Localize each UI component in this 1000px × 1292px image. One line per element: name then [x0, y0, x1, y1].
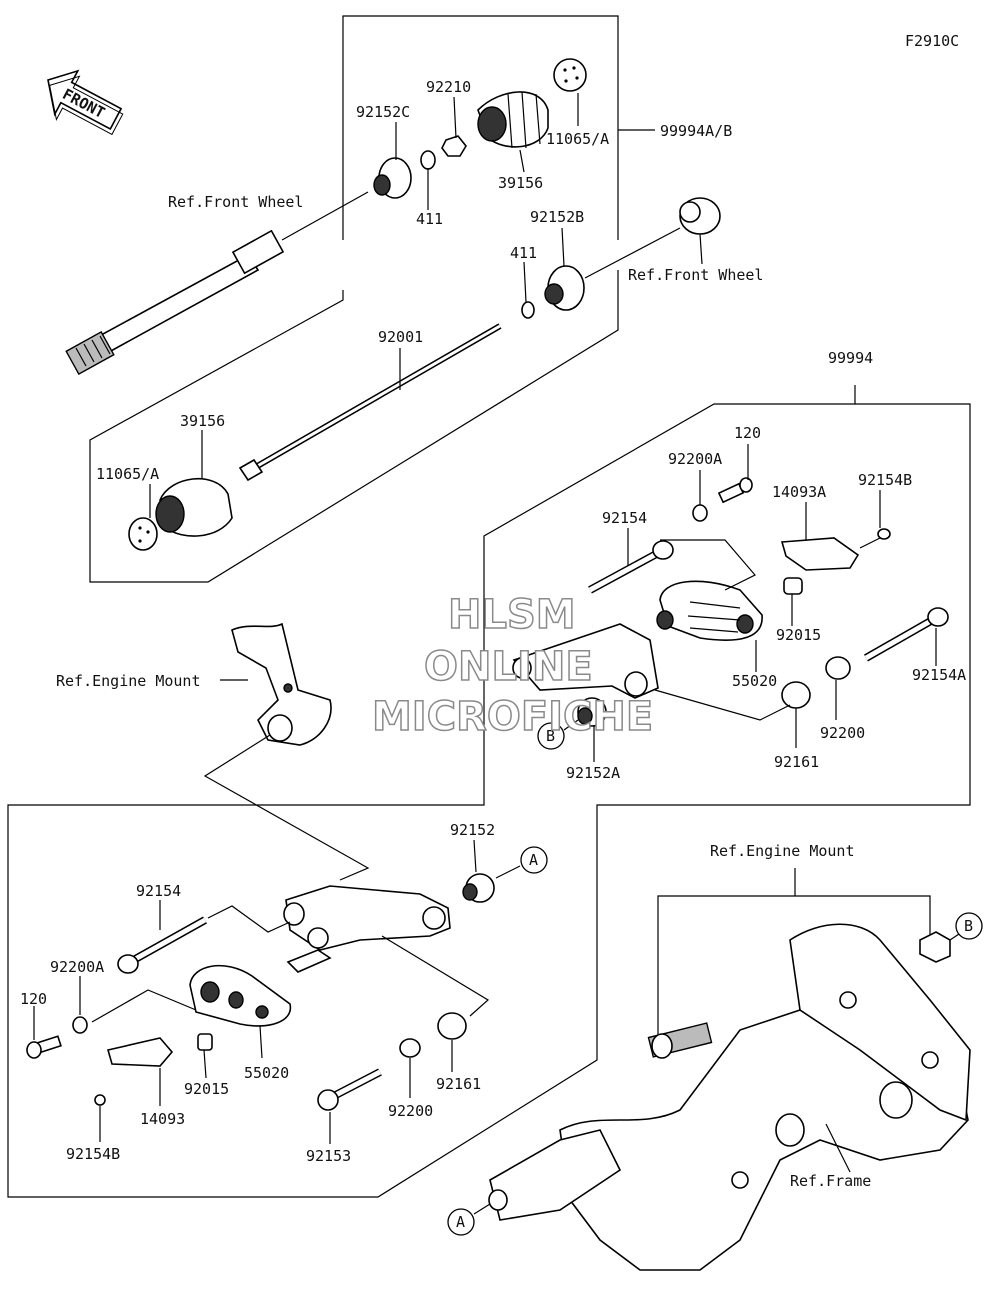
spacer-92015-left	[197, 1033, 213, 1051]
nut-92210	[441, 135, 467, 157]
slider-cap-39156-left	[155, 478, 233, 537]
washer-92200A-left	[72, 1016, 88, 1034]
cap-11065A-top	[553, 58, 587, 92]
grommet-92161-left	[437, 1012, 467, 1040]
washer-92200-left	[399, 1038, 421, 1058]
washer-411-top	[420, 150, 436, 170]
part-label: 92210	[426, 78, 471, 96]
part-label: 92161	[436, 1075, 481, 1093]
bolt-120-left	[26, 1035, 62, 1059]
ref-front-wheel-2: Ref.Front Wheel	[628, 266, 763, 284]
watermark: HLSM ONLINE MICROFICHE	[371, 591, 654, 741]
part-label: 92154	[602, 509, 647, 527]
collar-92152C	[373, 157, 412, 199]
bolt-92154A	[864, 607, 949, 662]
leader-lines	[33, 93, 937, 1144]
part-label: 55020	[732, 672, 777, 690]
part-label: 92015	[184, 1080, 229, 1098]
part-label: 120	[734, 424, 761, 442]
part-label: 92161	[774, 753, 819, 771]
part-label: 92152A	[566, 764, 620, 782]
figure-code: F2910C	[905, 32, 959, 50]
watermark-line-2: ONLINE	[424, 644, 593, 690]
watermark-line-1: HLSM	[448, 592, 576, 638]
spacer-92015-right	[783, 577, 803, 595]
bolt-92153	[317, 1068, 382, 1111]
collar-92152A	[577, 697, 607, 727]
part-label: 92001	[378, 328, 423, 346]
part-label: 92200A	[668, 450, 722, 468]
part-label: 92154A	[912, 666, 966, 684]
left-frame-slider-group	[26, 865, 521, 1111]
front-axle	[65, 191, 369, 376]
washer-92200-right	[825, 656, 851, 680]
bracket-right	[512, 623, 659, 699]
engine-mount-left	[203, 622, 370, 881]
part-label: 92200	[388, 1102, 433, 1120]
collar-92152	[462, 873, 495, 903]
grommet-92161-right	[781, 681, 811, 709]
part-label: 99994A/B	[660, 122, 732, 140]
part-label: 55020	[244, 1064, 289, 1082]
screw-92154B-left	[94, 1094, 106, 1106]
ref-engine-mount-2: Ref.Engine Mount	[710, 842, 855, 860]
ref-front-wheel-1: Ref.Front Wheel	[168, 193, 303, 211]
callout-B-mid: B	[537, 719, 579, 750]
frame-assembly	[488, 868, 971, 1271]
ref-engine-mount-1: Ref.Engine Mount	[56, 672, 201, 690]
right-frame-slider-group	[7, 385, 971, 1198]
plate-14093	[106, 1037, 174, 1067]
part-label: 39156	[180, 412, 225, 430]
part-label: 99994	[828, 349, 873, 367]
part-label: 14093A	[772, 483, 826, 501]
washer-92200A-right	[692, 504, 708, 522]
callout-A-bottom: A	[447, 1203, 491, 1236]
bracket-left	[283, 885, 451, 973]
part-label: 92200A	[50, 958, 104, 976]
part-label: 92200	[820, 724, 865, 742]
nut-engine-mount	[919, 931, 951, 963]
screw-92154B-right	[877, 528, 891, 540]
ref-frame: Ref.Frame	[790, 1172, 871, 1190]
slider-55020-right	[656, 580, 763, 641]
part-label: 92153	[306, 1147, 351, 1165]
part-label: 120	[20, 990, 47, 1008]
front-axle-slider-group	[65, 15, 721, 583]
front-arrow: FRONT	[47, 69, 124, 136]
cap-11065A-left	[128, 517, 158, 551]
part-label: 92152B	[530, 208, 584, 226]
part-label: 411	[416, 210, 443, 228]
bolt-92154-left	[117, 916, 207, 974]
svg-text:B: B	[546, 727, 555, 745]
part-label: 92154B	[858, 471, 912, 489]
part-label: 411	[510, 244, 537, 262]
watermark-line-3: MICROFICHE	[372, 694, 653, 740]
part-label: 11065/A	[96, 465, 159, 483]
part-label: 11065/A	[546, 130, 609, 148]
bolt-92154-right	[588, 540, 674, 594]
callout-A-top: A	[520, 846, 548, 874]
bolt-120-right	[717, 477, 753, 504]
slider-55020-left	[189, 964, 292, 1027]
svg-text:A: A	[529, 851, 538, 869]
callout-B-right: B	[955, 912, 983, 940]
front-wheel-spacer	[679, 197, 721, 235]
plate-14093A	[780, 537, 860, 571]
part-label: 92152	[450, 821, 495, 839]
part-label: 92015	[776, 626, 821, 644]
engine-mount-stud	[647, 1022, 713, 1059]
slider-cap-39156-top	[477, 91, 549, 149]
part-label: 92154B	[66, 1145, 120, 1163]
part-label: 39156	[498, 174, 543, 192]
washer-411-mid	[521, 301, 535, 319]
rod-92001	[238, 323, 502, 482]
part-label: 14093	[140, 1110, 185, 1128]
svg-text:A: A	[456, 1213, 465, 1231]
part-label: 92152C	[356, 103, 410, 121]
collar-92152B	[544, 265, 585, 311]
part-label: 92154	[136, 882, 181, 900]
svg-text:B: B	[964, 917, 973, 935]
